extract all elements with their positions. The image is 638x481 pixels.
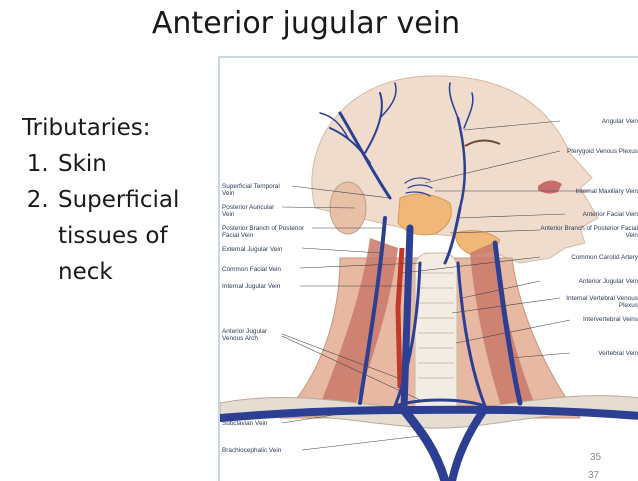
label-common-facial-vein: Common Facial Vein <box>222 266 281 273</box>
label-subclavian-vein: Subclavian Vein <box>222 420 268 427</box>
tributaries-list: Tributaries: Skin Superficial tissues of… <box>22 110 212 290</box>
brachiocephalic-vein <box>399 405 450 481</box>
label-anterior-facial-vein: Anterior Facial Vein <box>582 211 638 218</box>
label-anterior-jugular-vein: Anterior Jugular Vein <box>578 278 638 285</box>
label-posterior-branch-posterior-facial-vein: Posterior Branch of Posterior Facial Vei… <box>222 225 305 239</box>
label-superficial-temporal-vein: Superficial Temporal Vein <box>222 183 280 197</box>
parotid-gland <box>397 193 452 236</box>
eye-shape <box>464 139 501 147</box>
tributaries-heading: Tributaries: <box>22 115 151 141</box>
tributary-item-superficial-tissues: Superficial tissues of neck <box>56 182 212 290</box>
label-intervertebral-veins: Intervertebral Veins <box>582 316 638 323</box>
label-internal-jugular-vein-left: Internal Jugular Vein <box>222 283 281 290</box>
label-common-carotid-artery: Common Carotid Artery <box>571 254 638 261</box>
label-pterygoid-venous-plexus: Pterygoid Venous Plexus <box>566 148 638 155</box>
tributary-item-skin: Skin <box>56 146 212 182</box>
page-number: 35 <box>590 452 602 463</box>
slide-title: Anterior jugular vein <box>151 6 461 41</box>
label-anterior-branch-posterior-facial-vein: Anterior Branch of Posterior Facial Vein <box>540 225 638 239</box>
label-internal-vertebral-venous-plexus: Internal Vertebral Venous Plexus <box>566 295 638 309</box>
label-internal-maxillary-vein: Internal Maxillary Vein <box>575 188 638 195</box>
jugular-venous-arch <box>393 398 487 408</box>
label-external-jugular-vein: External Jugular Vein <box>222 246 283 253</box>
neck-vein-illustration: Superficial Temporal Vein Posterior Auri… <box>218 56 638 481</box>
label-brachiocephalic-vein: Brachiocephalic Vein <box>222 447 282 454</box>
label-posterior-auricular-vein: Posterior Auricular Vein <box>222 204 275 218</box>
lips-shape <box>538 180 562 194</box>
label-angular-vein: Angular Vein <box>601 118 638 125</box>
ear-shape <box>329 181 367 235</box>
label-anterior-jugular-venous-arch: Anterior Jugular Venous Arch <box>222 328 268 342</box>
page-number-secondary: 37 <box>588 470 600 481</box>
label-vertebral-vein: Vertebral Vein <box>598 350 638 357</box>
